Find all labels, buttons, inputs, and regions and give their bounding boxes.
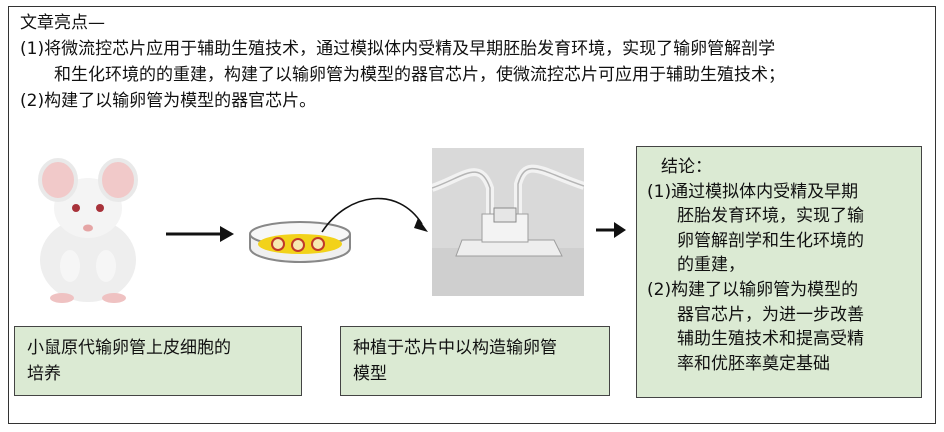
conclusion-line: 胚胎发育环境，实现了输 [677, 206, 864, 227]
step-plant-box: 种植于芯片中以构造输卵管 模型 [340, 326, 610, 396]
step-culture-box: 小鼠原代输卵管上皮细胞的 培养 [14, 326, 302, 396]
conclusion-line: 辅助生殖技术和提高受精 [677, 329, 864, 350]
figure-frame [8, 6, 936, 424]
conclusion-title: 结论： [661, 157, 712, 177]
step-culture-line-2: 培养 [27, 364, 61, 384]
arrow-right-icon [166, 226, 234, 242]
conclusion-line: (2)构建了以输卵管为模型的 [647, 279, 859, 300]
step-plant-line-2: 模型 [353, 364, 387, 384]
conclusion-box: 结论： (1)通过模拟体内受精及早期 胚胎发育环境，实现了输 卵管解剖学和生化环… [636, 146, 922, 398]
conclusion-line: (1)通过模拟体内受精及早期 [647, 181, 859, 202]
conclusion-line: 率和优胚率奠定基础 [677, 353, 830, 374]
highlights-section: 文章亮点— (1)将微流控芯片应用于辅助生殖技术，通过模拟体内受精及早期胚胎发育… [20, 10, 930, 114]
highlight-point-1-line-1: (1)将微流控芯片应用于辅助生殖技术，通过模拟体内受精及早期胚胎发育环境，实现了… [20, 39, 776, 59]
mouse-icon [38, 158, 138, 303]
arrow-right-icon [596, 222, 626, 238]
conclusion-line: 器官芯片，为进一步改善 [677, 304, 864, 325]
step-plant-line-1: 种植于芯片中以构造输卵管 [353, 338, 557, 358]
conclusion-line: 卵管解剖学和生化环境的 [677, 230, 864, 251]
conclusion-line: 的重建， [677, 255, 745, 276]
highlights-title: 文章亮点— [20, 13, 105, 33]
highlight-point-1-line-2: 和生化环境的的重建，构建了以输卵管为模型的器官芯片，使微流控芯片可应用于辅助生殖… [54, 65, 785, 85]
highlight-point-2: (2)构建了以输卵管为模型的器官芯片。 [20, 91, 317, 111]
curved-arrow-icon [321, 197, 428, 233]
microfluidic-chip-photo [432, 148, 584, 296]
step-culture-line-1: 小鼠原代输卵管上皮细胞的 [27, 338, 231, 358]
